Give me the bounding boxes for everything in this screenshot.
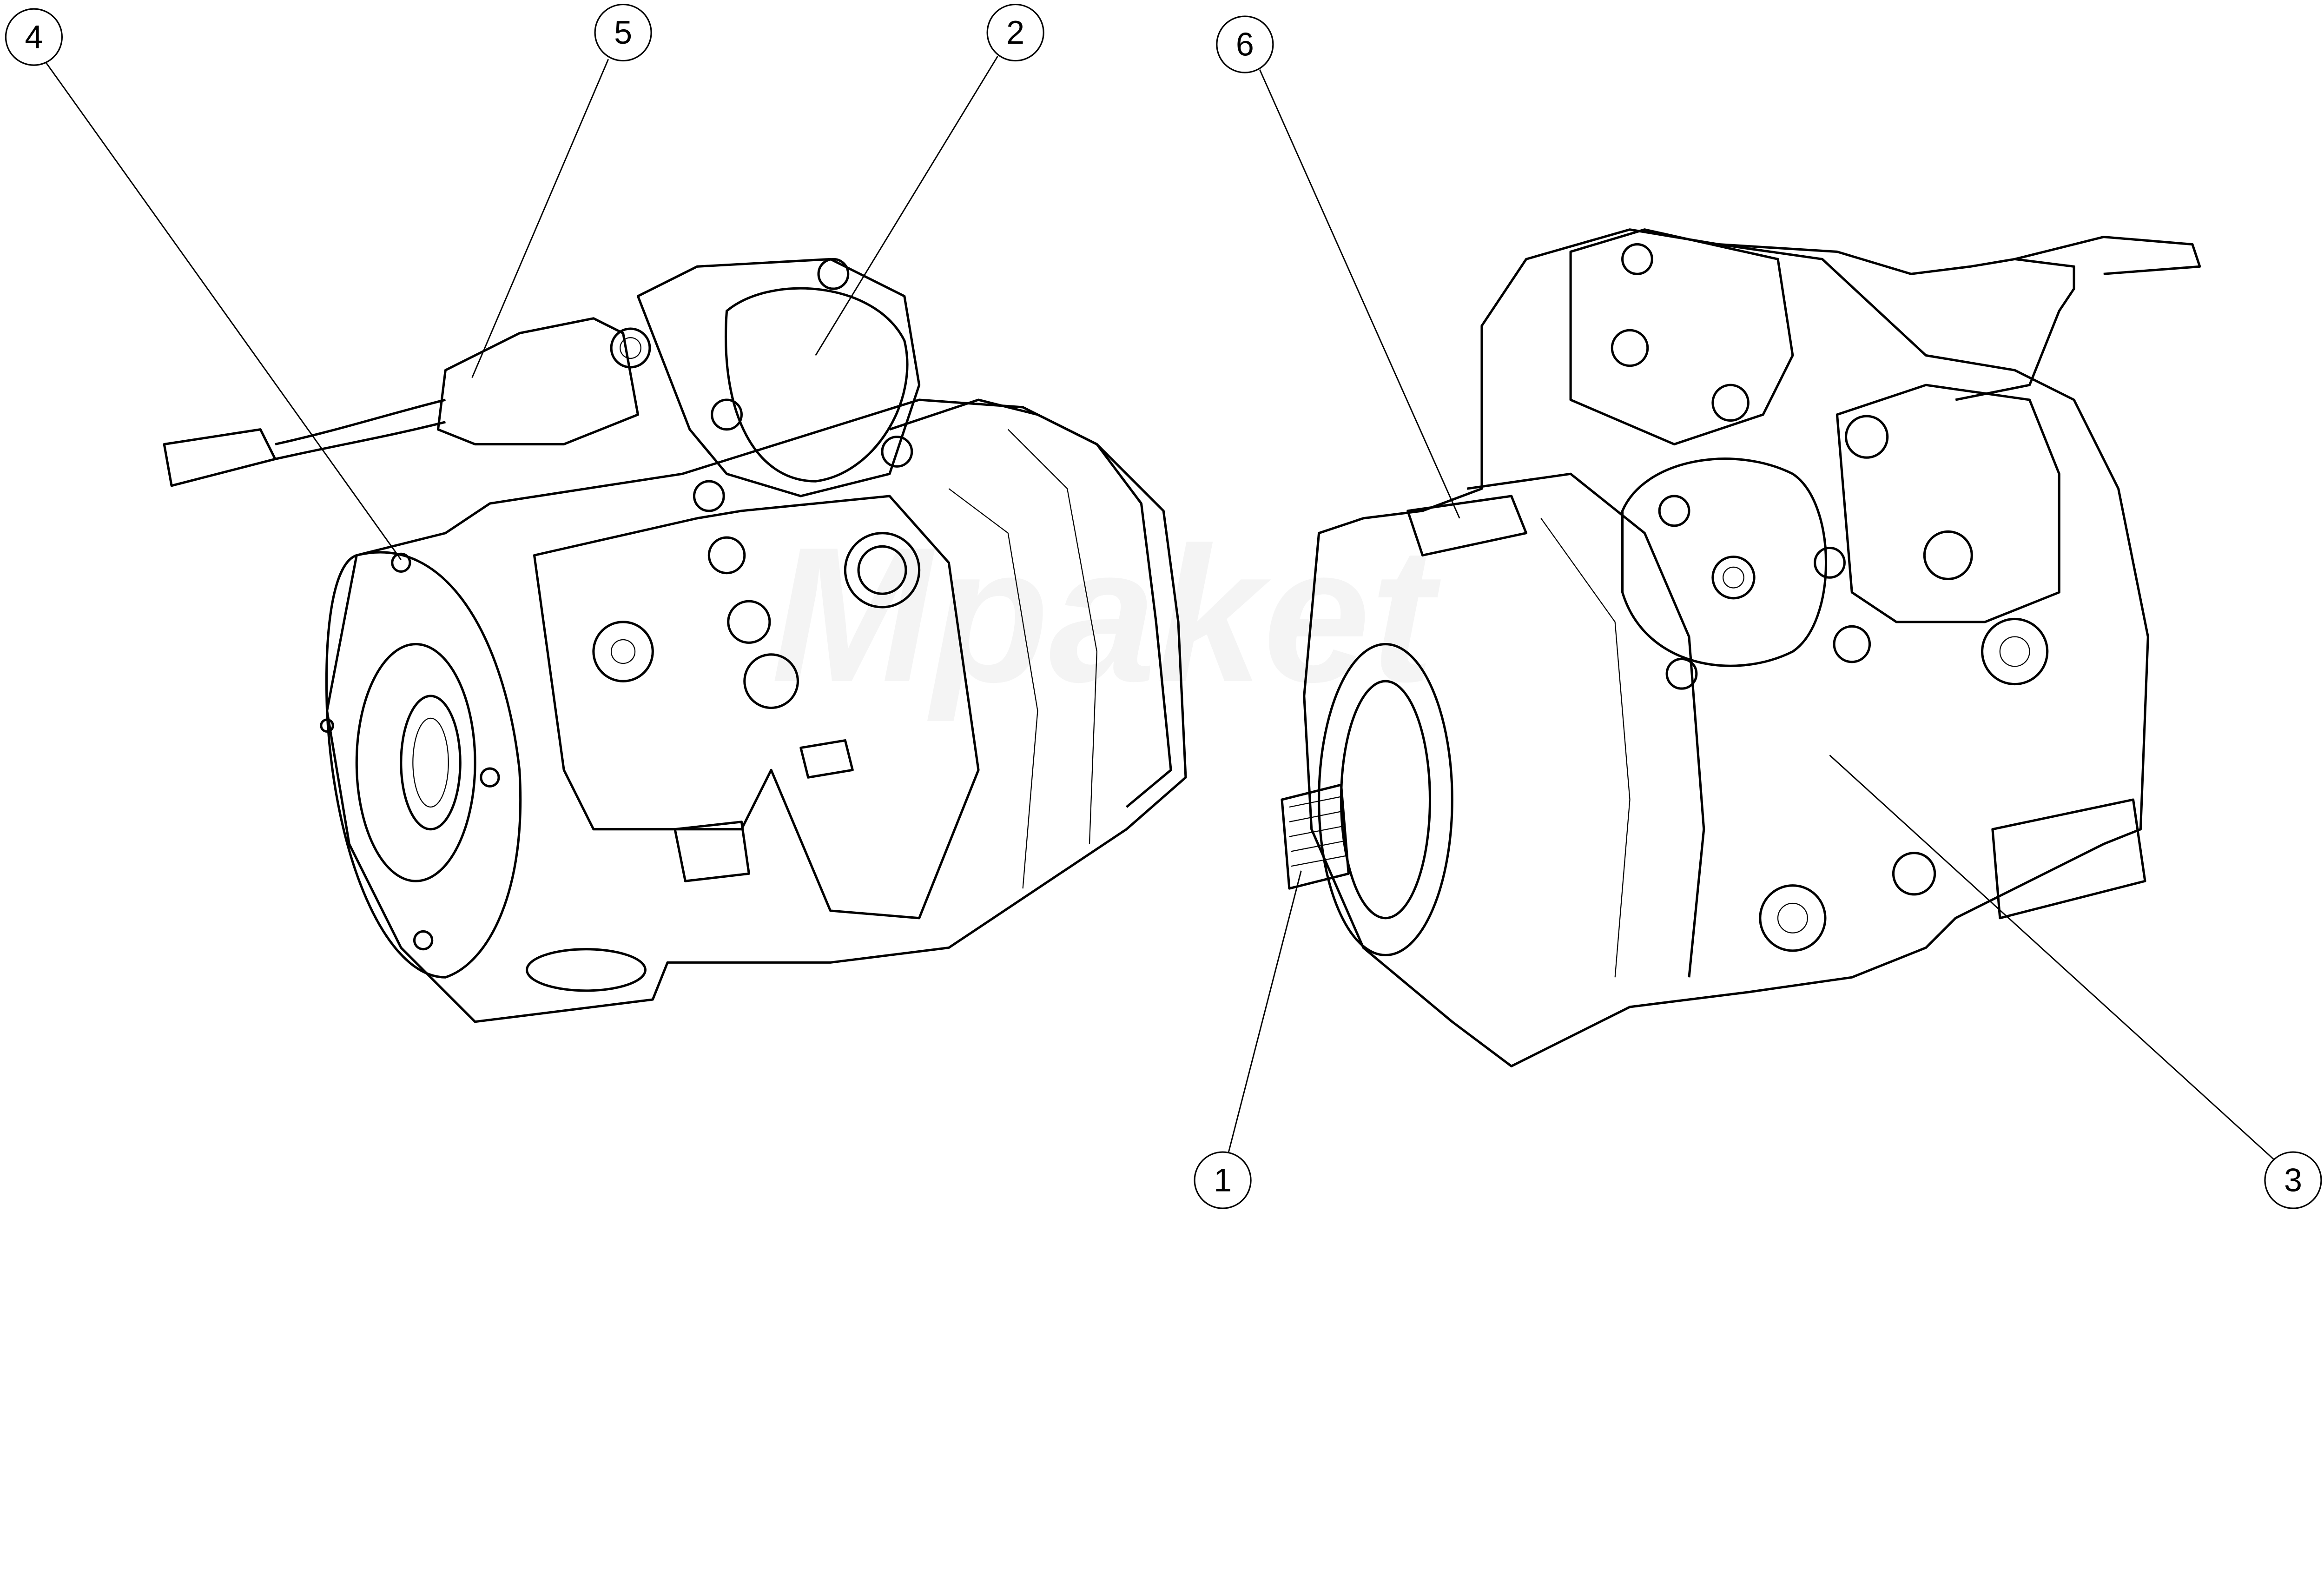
pump-drawing: Mpaket [5, 3, 2322, 1209]
callout-3: 3 [1829, 755, 2322, 1209]
callout-label: 5 [614, 14, 632, 51]
callout-5: 5 [471, 3, 652, 378]
diagram-canvas: Mpaket [5, 3, 2322, 1209]
callout-2: 2 [815, 3, 1044, 356]
callout-6: 6 [1216, 15, 1460, 519]
watermark: Mpaket [771, 507, 1442, 723]
callout-4: 4 [5, 8, 402, 560]
right-pump [1281, 228, 2201, 1067]
callout-label: 3 [2284, 1162, 2302, 1199]
callout-1: 1 [1194, 870, 1302, 1209]
callout-label: 4 [25, 19, 43, 55]
left-pump [163, 258, 1187, 1023]
callout-label: 2 [1006, 14, 1024, 51]
callout-label: 1 [1214, 1162, 1232, 1199]
callout-label: 6 [1236, 26, 1254, 63]
